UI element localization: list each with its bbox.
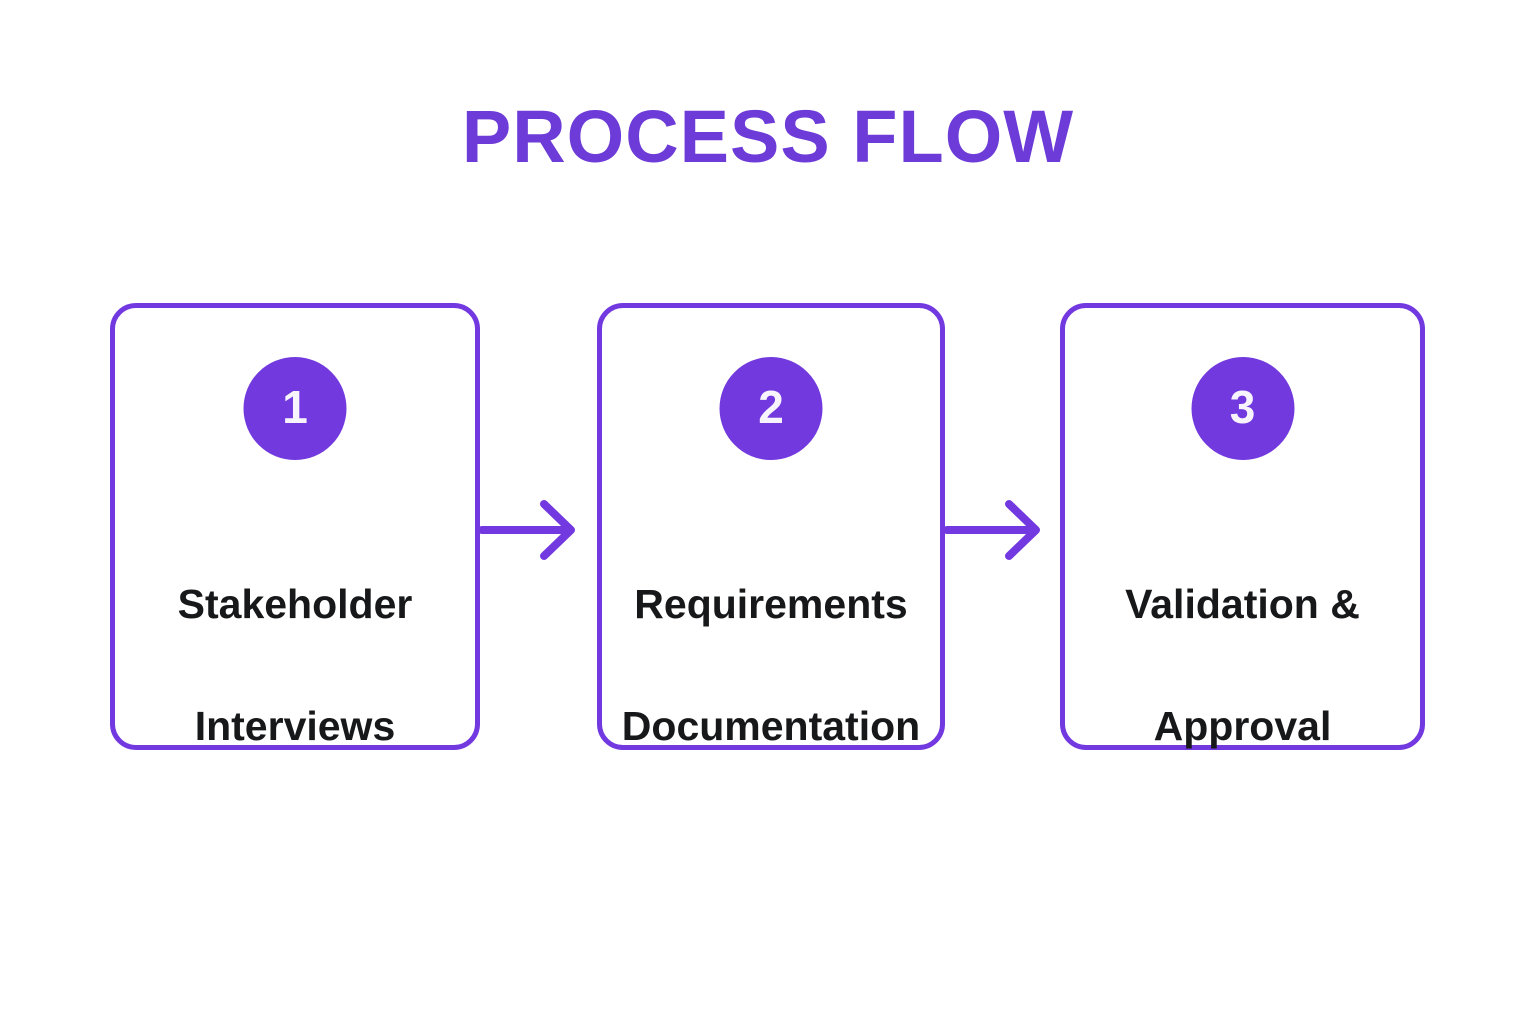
step-label-1: Stakeholder Interviews — [103, 513, 487, 757]
step-label-2: Requirements Documentation — [590, 513, 952, 757]
flow-step-card-3[interactable]: 3 Validation & Approval — [1060, 303, 1425, 750]
step-label-line-1: Stakeholder — [177, 581, 413, 627]
flow-step-card-2[interactable]: 2 Requirements Documentation — [597, 303, 945, 750]
step-number-2: 2 — [758, 381, 784, 433]
step-label-line-2: Approval — [1153, 703, 1332, 749]
step-number-3: 3 — [1229, 381, 1256, 433]
step-number-badge-2: 2 — [719, 357, 823, 460]
step-label-3: Validation & Approval — [1053, 513, 1432, 757]
step-label-line-1: Validation & — [1125, 581, 1360, 627]
flow-step-card-1[interactable]: 1 Stakeholder Interviews — [110, 303, 480, 750]
arrow-right-icon-2 — [943, 496, 1043, 564]
step-label-line-2: Interviews — [194, 703, 396, 749]
step-number-badge-3: 3 — [1191, 357, 1294, 460]
page-title: PROCESS FLOW — [461, 95, 1075, 178]
arrow-right-icon-1 — [478, 496, 578, 564]
step-number-badge-1: 1 — [243, 357, 347, 460]
step-number-1: 1 — [282, 381, 308, 433]
step-label-line-1: Requirements — [634, 581, 908, 627]
step-label-line-2: Documentation — [621, 703, 921, 749]
